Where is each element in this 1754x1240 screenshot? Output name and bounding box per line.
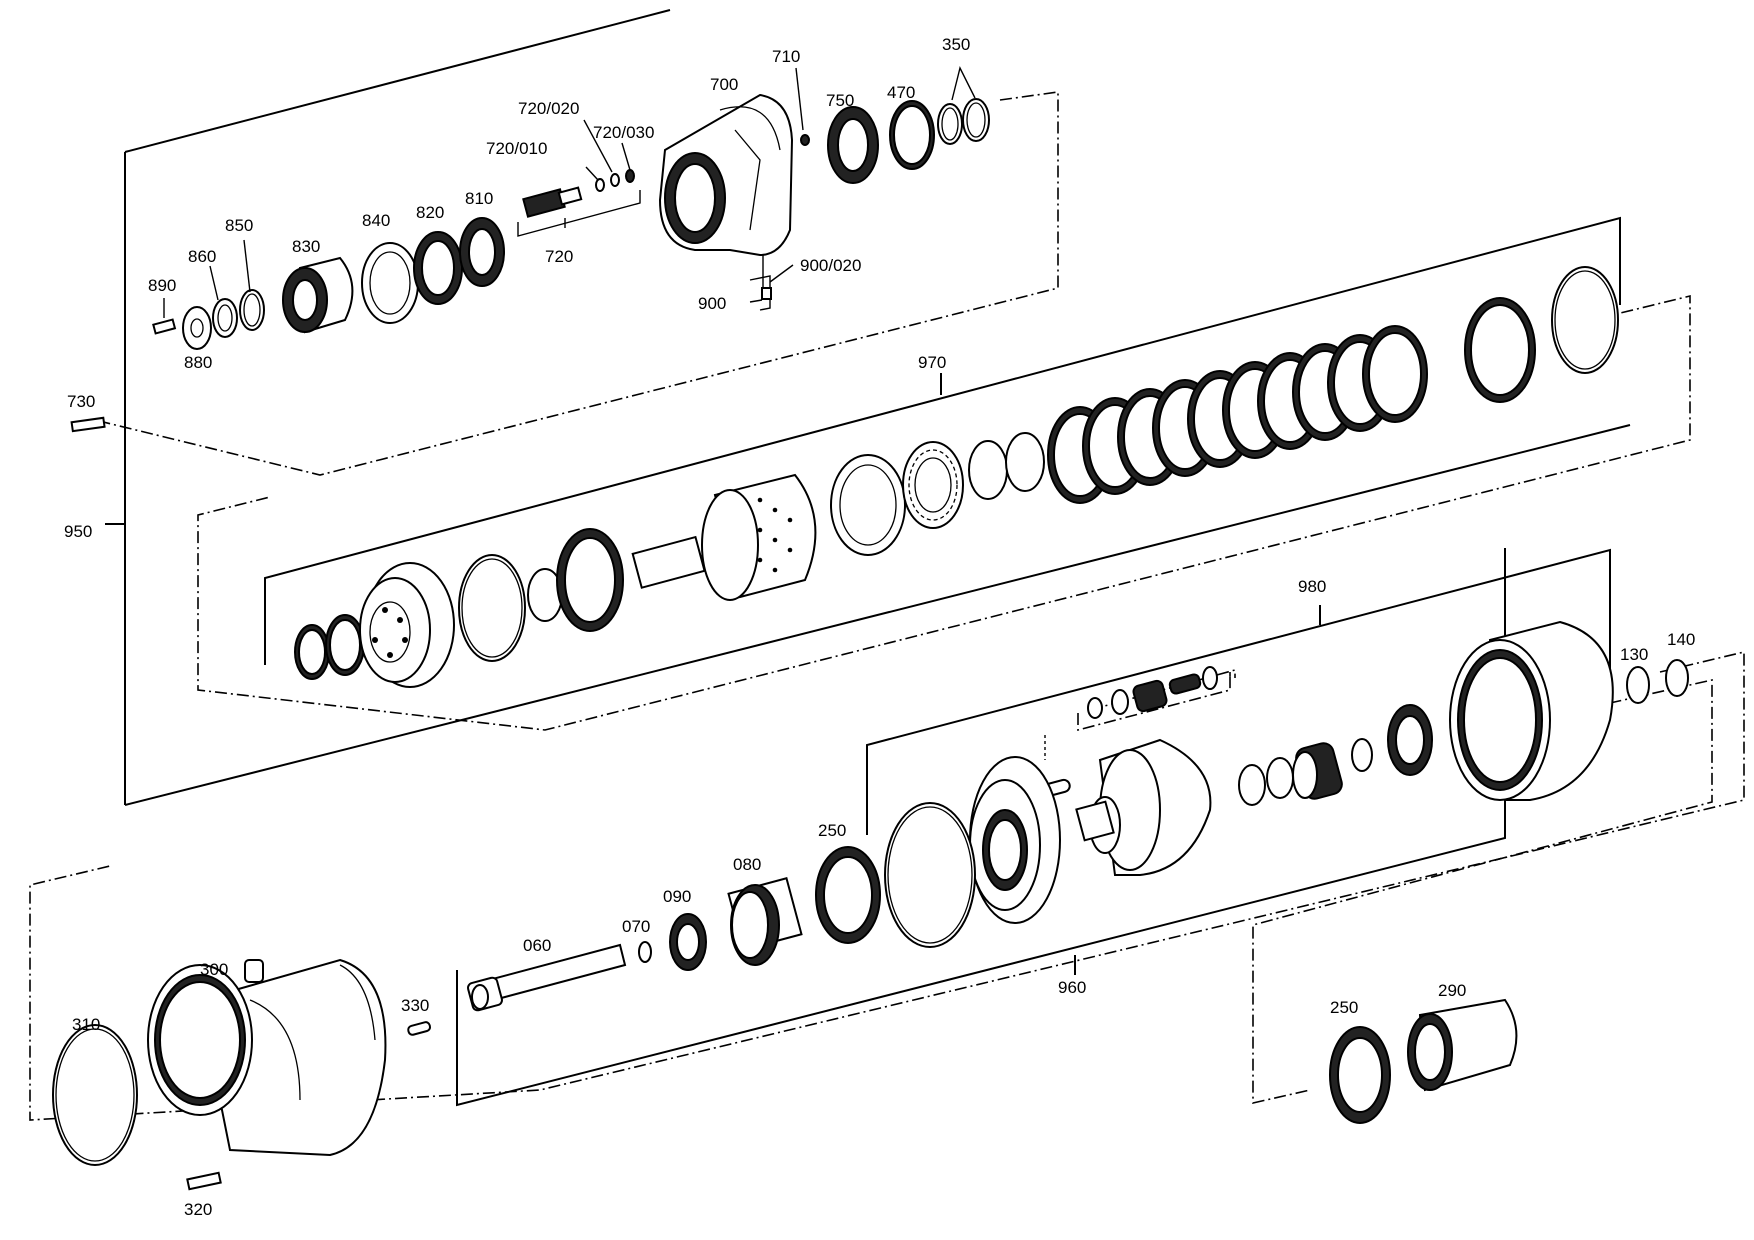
label-060: 060 xyxy=(523,936,551,955)
housing-700 xyxy=(658,93,794,300)
ring-970-c xyxy=(1464,297,1536,403)
label-470: 470 xyxy=(887,83,915,102)
ring-470 xyxy=(889,100,935,170)
clip-900 xyxy=(749,275,772,311)
ring-970-b xyxy=(968,432,1045,500)
label-720-020: 720/020 xyxy=(518,99,579,118)
snap-ring-140 xyxy=(1665,659,1689,697)
housing-300 xyxy=(147,958,387,1157)
rings-970-left xyxy=(294,614,365,680)
valve-980 xyxy=(1077,666,1231,732)
dash-dot-frames xyxy=(29,91,1745,1121)
gear-080 xyxy=(727,876,803,966)
label-290: 290 xyxy=(1438,981,1466,1000)
group-950-bracket xyxy=(105,9,1631,806)
label-890: 890 xyxy=(148,276,176,295)
ring-070 xyxy=(638,941,652,963)
oring-960 xyxy=(884,802,976,948)
label-090: 090 xyxy=(663,887,691,906)
pump-housing-980 xyxy=(1075,738,1212,876)
label-980: 980 xyxy=(1298,577,1326,596)
nut-880 xyxy=(182,306,212,350)
group-980-bracket xyxy=(866,548,1611,835)
label-840: 840 xyxy=(362,211,390,230)
bearing-970 xyxy=(902,441,964,529)
drum-970 xyxy=(631,473,817,601)
gear-980 xyxy=(1292,742,1343,800)
seal-810 xyxy=(459,217,505,287)
ring-130 xyxy=(1626,666,1650,704)
bearing-830 xyxy=(282,256,354,334)
bolt-890 xyxy=(152,318,177,335)
washer-860 xyxy=(212,298,238,338)
bolt-730 xyxy=(70,416,106,433)
label-970: 970 xyxy=(918,353,946,372)
cover-980 xyxy=(1449,620,1614,801)
shaft-060 xyxy=(467,943,627,1012)
piston-970 xyxy=(359,562,455,688)
bolt-320 xyxy=(186,1171,222,1191)
snap-ring-970 xyxy=(1551,266,1619,374)
ring-970-a xyxy=(830,454,906,556)
label-950: 950 xyxy=(64,522,92,541)
label-710: 710 xyxy=(772,47,800,66)
label-130: 130 xyxy=(1620,645,1648,664)
label-720: 720 xyxy=(545,247,573,266)
label-750: 750 xyxy=(826,91,854,110)
label-820: 820 xyxy=(416,203,444,222)
label-900-020: 900/020 xyxy=(800,256,861,275)
label-900: 900 xyxy=(698,294,726,313)
label-320: 320 xyxy=(184,1200,212,1219)
label-850: 850 xyxy=(225,216,253,235)
label-880: 880 xyxy=(184,353,212,372)
pin-710 xyxy=(800,134,810,146)
label-310: 310 xyxy=(72,1015,100,1034)
label-720-010: 720/010 xyxy=(486,139,547,158)
seal-250-separate xyxy=(1329,1026,1391,1124)
ring-850 xyxy=(239,289,265,331)
pin-330 xyxy=(407,1021,432,1036)
label-960: 960 xyxy=(1058,978,1086,997)
ring-720-010 xyxy=(595,169,635,192)
label-140: 140 xyxy=(1667,630,1695,649)
clutch-pack-970 xyxy=(1047,325,1428,504)
label-810: 810 xyxy=(465,189,493,208)
bearing-290 xyxy=(1407,998,1518,1092)
plate-960 xyxy=(969,756,1061,924)
label-730: 730 xyxy=(67,392,95,411)
seal-980 xyxy=(1387,704,1433,776)
rings-980-pair xyxy=(1238,757,1294,806)
seal-750 xyxy=(827,106,879,184)
label-860: 860 xyxy=(188,247,216,266)
seal-840 xyxy=(361,242,419,324)
ring-980-small xyxy=(1351,738,1373,772)
label-250-separate: 250 xyxy=(1330,998,1358,1017)
label-250-main: 250 xyxy=(818,821,846,840)
label-330: 330 xyxy=(401,996,429,1015)
label-720-030: 720/030 xyxy=(593,123,654,142)
label-300: 300 xyxy=(200,960,228,979)
oring-310 xyxy=(52,1024,138,1166)
group-970-bracket xyxy=(264,216,1621,665)
part-labels: 890 880 860 850 830 840 820 810 720 720/… xyxy=(64,35,1695,1219)
ring-970-oring xyxy=(458,554,526,662)
label-830: 830 xyxy=(292,237,320,256)
sensor-720 xyxy=(517,186,641,237)
label-080: 080 xyxy=(733,855,761,874)
disc-970 xyxy=(556,528,624,632)
seal-820 xyxy=(413,231,463,305)
seal-090 xyxy=(669,913,707,971)
leader-lines xyxy=(163,67,804,318)
label-350: 350 xyxy=(942,35,970,54)
label-700: 700 xyxy=(710,75,738,94)
rings-350 xyxy=(937,65,990,145)
seal-250-main xyxy=(815,846,881,944)
label-070: 070 xyxy=(622,917,650,936)
